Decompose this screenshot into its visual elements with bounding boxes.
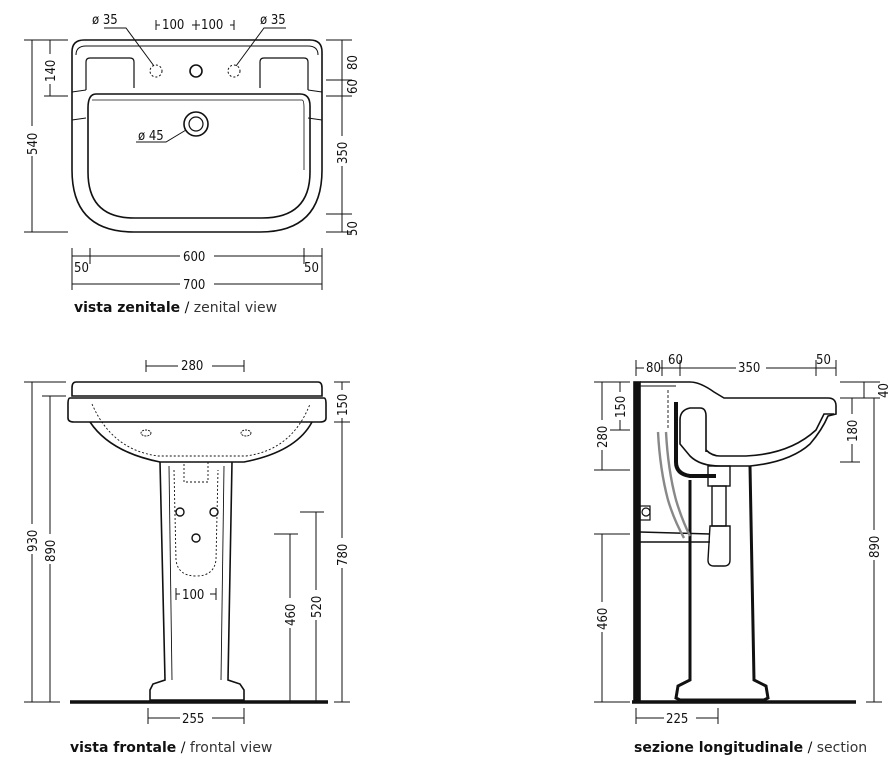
section-view-labels: 80 60 350 50 40 150 280 180 890 460 225 bbox=[594, 353, 892, 727]
dim-50-right-b: 50 bbox=[304, 261, 319, 276]
dim-s-80: 80 bbox=[646, 361, 661, 376]
caption-top-en: zenital view bbox=[193, 300, 278, 316]
dim-s-280: 280 bbox=[596, 426, 611, 448]
top-view-labels: ø 35 ø 35 100 100 ø 45 540 140 80 60 350… bbox=[24, 13, 361, 293]
dim-600: 600 bbox=[183, 250, 205, 265]
basin-bowl-outline bbox=[87, 93, 311, 219]
front-view bbox=[24, 360, 350, 724]
caption-front-view: vista frontale / frontal view bbox=[70, 740, 273, 756]
dim-50-left-b: 50 bbox=[74, 261, 89, 276]
dim-s-40: 40 bbox=[877, 383, 892, 398]
dim-s-60: 60 bbox=[668, 353, 683, 368]
dim-s-180: 180 bbox=[846, 420, 861, 442]
dim-hole-right: ø 35 bbox=[260, 13, 286, 28]
dim-50-right: 50 bbox=[346, 221, 361, 236]
tap-hole-center bbox=[189, 64, 203, 78]
dim-540: 540 bbox=[26, 133, 41, 155]
dim-spacing-b: 100 bbox=[201, 18, 223, 33]
caption-top-view: vista zenitale / zenital view bbox=[74, 300, 278, 316]
basin-outer-outline bbox=[71, 39, 323, 233]
dim-s-890: 890 bbox=[868, 536, 883, 558]
dim-spacing-a: 100 bbox=[162, 18, 184, 33]
caption-front-en: frontal view bbox=[189, 740, 273, 756]
tap-hole-left bbox=[149, 64, 163, 78]
dim-780: 780 bbox=[336, 544, 351, 566]
dim-890: 890 bbox=[44, 540, 59, 562]
dim-80: 80 bbox=[346, 55, 361, 70]
dim-drain: ø 45 bbox=[138, 129, 164, 144]
tap-hole-right bbox=[227, 64, 241, 78]
dim-350: 350 bbox=[336, 142, 351, 164]
dim-s-150: 150 bbox=[614, 396, 629, 418]
caption-front-it: vista frontale bbox=[70, 740, 177, 756]
dim-s-460: 460 bbox=[596, 608, 611, 630]
dim-520: 520 bbox=[310, 596, 325, 618]
dim-150: 150 bbox=[336, 394, 351, 416]
dim-140: 140 bbox=[44, 60, 59, 82]
dim-930: 930 bbox=[26, 530, 41, 552]
dim-255: 255 bbox=[182, 712, 204, 727]
drain-hole bbox=[183, 111, 209, 137]
dim-s-50: 50 bbox=[816, 353, 831, 368]
caption-section-view: sezione longitudinale / section bbox=[634, 740, 868, 756]
dim-hole-left: ø 35 bbox=[92, 13, 118, 28]
dim-s-225: 225 bbox=[666, 712, 688, 727]
front-view-labels: 280 150 930 890 780 520 460 100 255 bbox=[24, 358, 351, 727]
caption-section-en: section bbox=[816, 740, 868, 756]
dim-280: 280 bbox=[181, 359, 203, 374]
dim-60: 60 bbox=[346, 79, 361, 94]
dim-460: 460 bbox=[284, 604, 299, 626]
dim-700: 700 bbox=[183, 278, 205, 293]
caption-section-it: sezione longitudinale bbox=[634, 740, 804, 756]
section-view bbox=[594, 360, 882, 724]
dim-s-350: 350 bbox=[738, 361, 760, 376]
dim-100: 100 bbox=[182, 588, 204, 603]
caption-top-it: vista zenitale bbox=[74, 300, 181, 316]
